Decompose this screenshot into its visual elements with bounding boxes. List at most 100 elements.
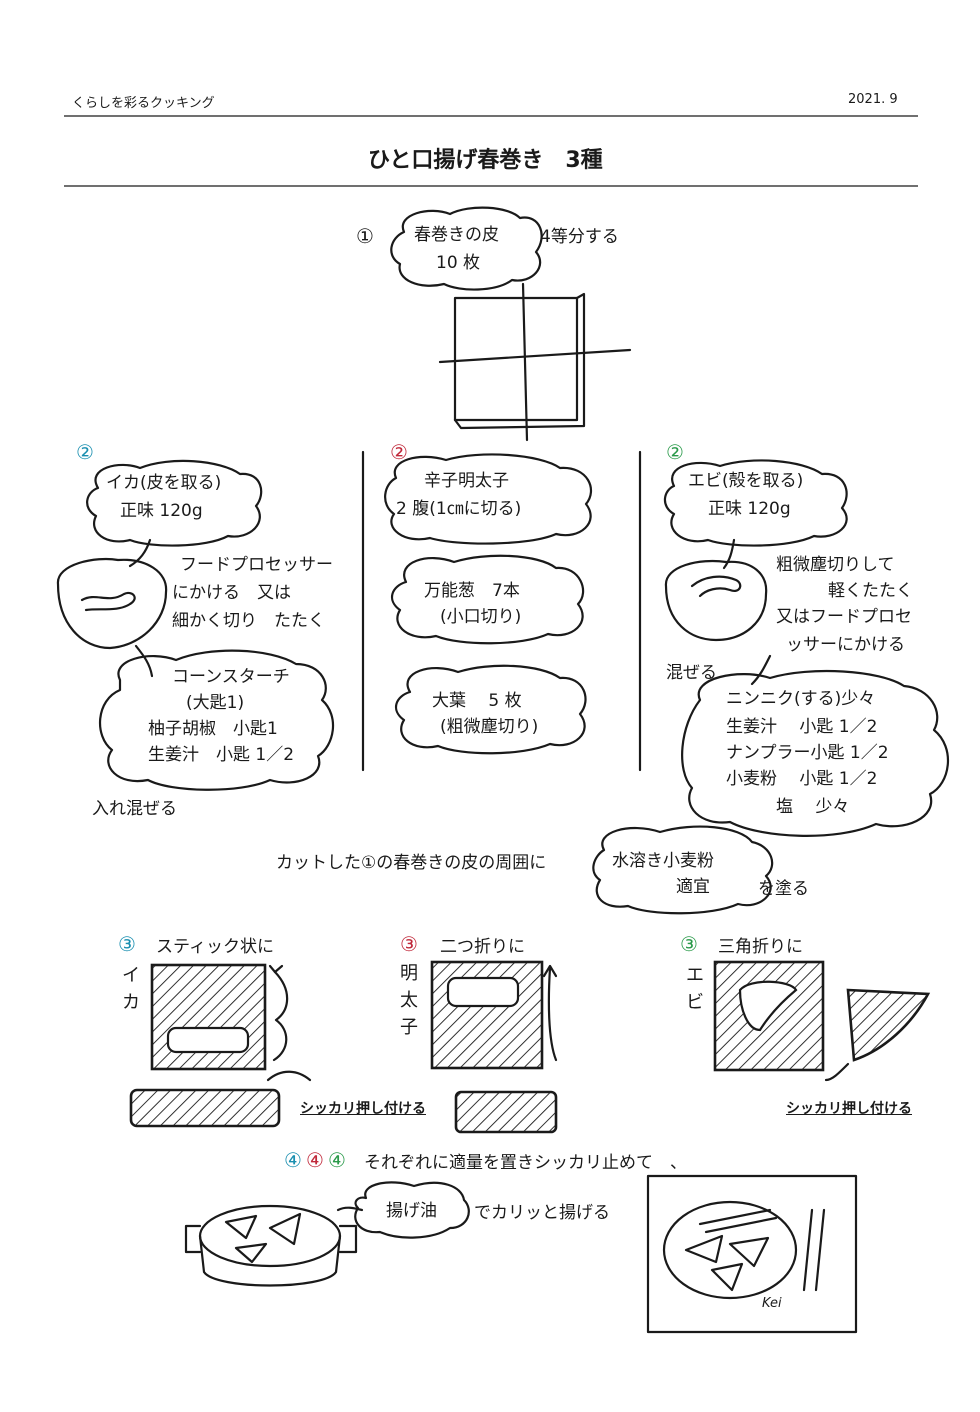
- chopstick-1: [802, 1208, 814, 1292]
- squid-note-2: にかける 又は: [172, 583, 291, 603]
- shrimp-seasoning-bubble: [681, 669, 949, 837]
- step3-shrimp-label: 三角折りに: [718, 937, 803, 957]
- step3-squid-label: スティック状に: [156, 937, 274, 957]
- squid-seasoning-tail: [134, 644, 154, 678]
- shrimp-filling: [738, 980, 798, 1032]
- roll-arrow-squid: [272, 970, 289, 1062]
- pot-handle-left: [184, 1224, 202, 1254]
- signature: Kei: [762, 1296, 782, 1311]
- step4-number-shrimp: ④: [328, 1148, 346, 1172]
- serving-plate: [662, 1200, 798, 1300]
- mentaiko-bubble-line1: 辛子明太子: [424, 471, 509, 491]
- step3-mentaiko-label: 二つ折りに: [440, 937, 525, 957]
- shrimp-note-3: ッサーにかける: [786, 635, 905, 655]
- wash-bubble: [592, 825, 774, 915]
- squid-note-1: フードプロセッサー: [180, 555, 333, 575]
- wrapper-square: [453, 296, 579, 422]
- step1-bubble-line2: 10 枚: [436, 253, 481, 273]
- step3-mentaiko-number: ③: [400, 932, 418, 956]
- header-date: 2021. 9: [848, 92, 898, 107]
- mentaiko-bubble-line2: 2 腹(1㎝に切る): [396, 499, 522, 519]
- wash-bubble-line2: 適宜: [676, 877, 710, 897]
- squid-step-number: ②: [76, 440, 94, 464]
- shrimp-bubble-tail: [722, 538, 736, 570]
- squid-bubble: [86, 459, 263, 547]
- rolls-in-oil: [224, 1212, 302, 1264]
- ooba-bubble-line2: (粗微塵切り): [440, 717, 539, 737]
- mentaiko-step-number: ②: [390, 440, 408, 464]
- shrimp-bubble-line2: 正味 120g: [708, 499, 791, 519]
- step1-note: 4等分する: [540, 227, 619, 247]
- squid-seasoning-bubble: [99, 649, 335, 791]
- mentaiko-folded: [454, 1090, 558, 1134]
- step1-bubble: [390, 206, 543, 291]
- shrimp-triangle: [846, 988, 931, 1062]
- page-title: ひと口揚げ春巻き 3種: [368, 148, 603, 173]
- shrimp-in-bowl: [690, 575, 742, 598]
- shrimp-seasoning-tail: [750, 654, 772, 686]
- pot-handle-right: [338, 1224, 358, 1254]
- negi-bubble-line2: (小口切り): [440, 607, 522, 627]
- squid-bubble-tail: [128, 538, 152, 568]
- squid-stick-roll: [129, 1088, 281, 1128]
- mentaiko-filling: [446, 976, 520, 1008]
- negi-bubble: [390, 554, 585, 645]
- step1-bubble-line1: 春巻きの皮: [414, 225, 499, 245]
- step3-squid-number: ③: [118, 932, 136, 956]
- step3-mentaiko-vertical: 明太子: [400, 963, 418, 1038]
- squid-seasoning-2: 柚子胡椒 小匙1: [148, 719, 278, 739]
- cut-line-vertical: [521, 282, 529, 442]
- pot-body: [198, 1234, 342, 1287]
- shrimp-bubble-line1: エビ(殻を取る): [688, 471, 804, 491]
- shrimp-seasoning-4: 塩 少々: [776, 797, 850, 817]
- squid-mix: 入れ混ぜる: [92, 799, 177, 819]
- shrimp-mix: 混ぜる: [666, 663, 717, 683]
- pot-rim: [198, 1204, 342, 1268]
- step3-shrimp-vertical: エビ: [686, 965, 704, 1013]
- squid-filling: [166, 1026, 250, 1054]
- cut-line-horizontal: [438, 348, 632, 364]
- press-arrow-shrimp: [824, 1062, 850, 1082]
- shrimp-seasoning-3: 小麦粉 小匙 1／2: [726, 769, 878, 789]
- step3-squid-press: シッカリ押し付ける: [300, 1101, 426, 1117]
- oil-bubble-label: 揚げ油: [386, 1201, 437, 1221]
- step3-shrimp-number: ③: [680, 932, 698, 956]
- squid-bowl: [56, 557, 168, 650]
- squid-seasoning-0: コーンスターチ: [172, 667, 290, 687]
- step4-number-squid: ④: [284, 1148, 302, 1172]
- garnish: [698, 1208, 778, 1234]
- step1-number: ①: [356, 224, 374, 248]
- squid-seasoning-1: (大匙1): [186, 693, 245, 713]
- shrimp-note-2: 又はフードプロセ: [776, 607, 912, 627]
- oil-bubble-tail: [336, 1206, 364, 1212]
- squid-bubble-line1: イカ(皮を取る): [106, 473, 222, 493]
- step4-fry: でカリッと揚げる: [474, 1203, 610, 1223]
- ooba-bubble-line1: 大葉 5 枚: [432, 691, 522, 711]
- header-left: くらしを彩るクッキング: [72, 96, 215, 111]
- shrimp-seasoning-1: 生姜汁 小匙 1／2: [726, 717, 878, 737]
- shrimp-seasoning-0: ニンニク(する)少々: [726, 689, 876, 709]
- squid-note-3: 細かく切り たたく: [172, 611, 325, 631]
- press-arrow-squid: [266, 1070, 312, 1082]
- step3-squid-vertical: イカ: [122, 965, 140, 1013]
- wash-before: カットした①の春巻きの皮の周囲に: [276, 853, 547, 873]
- negi-bubble-line1: 万能葱 7本: [424, 581, 520, 601]
- wrapper-edge: [453, 292, 586, 430]
- squid-wrapper-hatched: [150, 963, 267, 1071]
- fold-arrow-mentaiko-head: [542, 964, 558, 978]
- mentaiko-bubble: [384, 453, 592, 545]
- wash-bubble-line1: 水溶き小麦粉: [612, 851, 714, 871]
- wash-after: を塗る: [758, 879, 809, 899]
- served-rolls: [684, 1234, 770, 1292]
- shrimp-seasoning-2: ナンプラー小匙 1／2: [726, 743, 889, 763]
- squid-seasoning-3: 生姜汁 小匙 1／2: [148, 745, 295, 765]
- step4-number-mentaiko: ④: [306, 1148, 324, 1172]
- shrimp-note-1: 軽くたたく: [828, 581, 913, 601]
- roll-arrow-squid-head: [268, 964, 284, 974]
- chopstick-2: [814, 1208, 826, 1292]
- step3-shrimp-press: シッカリ押し付ける: [786, 1101, 912, 1117]
- shrimp-bowl: [664, 559, 768, 642]
- serving-box: [646, 1174, 858, 1334]
- squid-in-bowl: [80, 591, 136, 612]
